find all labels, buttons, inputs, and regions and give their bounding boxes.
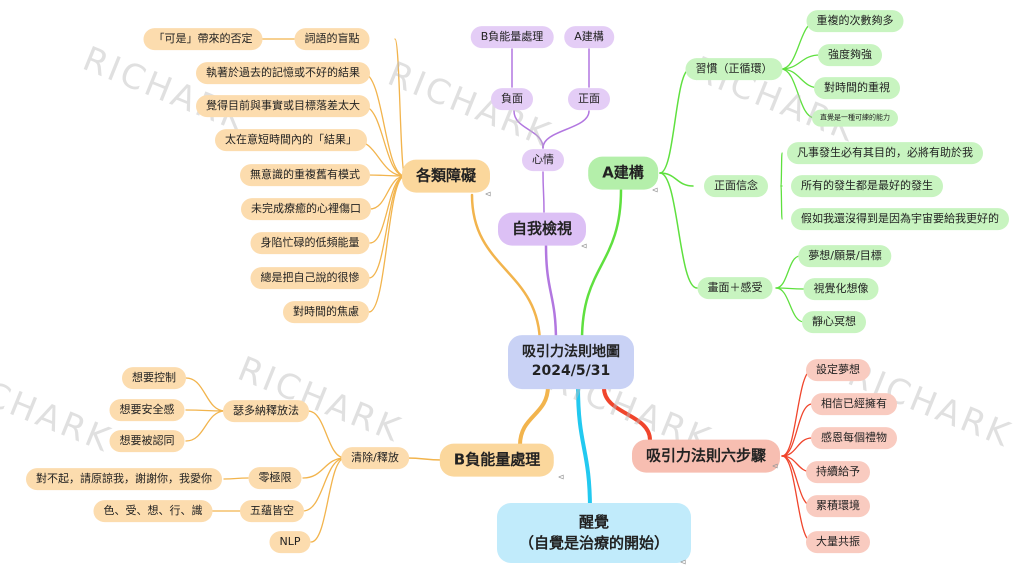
b-nlp[interactable]: NLP [269,531,311,553]
self-check-negative-child[interactable]: B負能量處理 [470,26,554,48]
topic-awaken[interactable]: 醒覺 （自覺是治療的開始） [496,503,692,563]
step-item[interactable]: 累積環境 [806,495,870,517]
belief-item[interactable]: 假如我還沒得到是因為宇宙要給我更好的 [791,208,1009,230]
connector-line [781,403,813,457]
connector-line [542,171,545,213]
connector-line [602,386,652,442]
b-clear-release[interactable]: 清除/釋放 [341,447,409,469]
step-item[interactable]: 相信已經擁有 [811,393,897,415]
connector-line [775,255,801,289]
connector-line [518,384,550,447]
awaken-title: 醒覺 [578,513,610,531]
connector-line [223,477,249,480]
connector-line [780,185,783,220]
obstacle-item[interactable]: 身陷忙碌的低頻能量 [250,232,370,254]
five-aggregates-item[interactable]: 色、受、想、行、識 [93,500,213,522]
center-title: 吸引力法則地圖 [522,344,620,361]
connector-line [576,384,592,512]
topic-obstacles[interactable]: 各類障礙 [401,159,491,193]
connector-line [362,72,406,177]
self-check-positive-child[interactable]: A建構 [564,26,614,48]
connector-line [302,457,346,479]
connector-line [659,68,691,174]
self-check-mood[interactable]: 心情 [522,149,564,171]
center-date: 2024/5/31 [531,363,611,379]
connector-line [307,410,346,459]
connector-line [659,172,698,289]
connector-line [470,193,542,347]
connector-line [310,457,346,543]
topic-a-build[interactable]: A建構 [588,156,658,190]
connector-line [369,175,406,244]
self-check-positive[interactable]: 正面 [568,88,610,110]
connector-line [659,172,694,187]
step-item[interactable]: 大量共振 [806,531,870,553]
a-build-image[interactable]: 畫面＋感受 [697,277,773,299]
connector-line [406,457,443,461]
sedona-item[interactable]: 想要被認同 [109,430,185,452]
connector-line [368,175,406,313]
habit-item[interactable]: 直覺是一種可練的能力 [812,109,898,127]
collapse-toggle-icon[interactable]: ⊲ [484,189,492,199]
obstacle-item[interactable]: 未完成療癒的心裡傷口 [241,198,371,220]
habit-item[interactable]: 強度夠強 [818,44,882,66]
obstacle-item[interactable]: 無意識的重複舊有模式 [240,164,370,186]
collapse-toggle-icon[interactable]: ⊲ [580,241,588,251]
connector-line [580,188,623,342]
connector-line [542,110,590,149]
self-check-negative[interactable]: 負面 [491,88,533,110]
step-item[interactable]: 持續給予 [806,461,870,483]
connector-line [302,457,346,512]
connector-line [185,410,226,442]
a-build-habit[interactable]: 習慣（正循環） [685,58,783,80]
obstacle-item[interactable]: 總是把自己說的很慘 [250,267,370,289]
b-five-aggregates[interactable]: 五蘊皆空 [240,500,304,522]
habit-item[interactable]: 重複的次數夠多 [806,10,904,32]
connector-line [513,110,544,149]
obstacle-item[interactable]: 詞語的盲點 [294,28,370,50]
connector-line [366,174,406,177]
collapse-toggle-icon[interactable]: ⊲ [771,461,779,471]
connector-line [185,377,226,412]
sedona-item[interactable]: 想要安全感 [109,399,185,421]
collapse-toggle-icon[interactable]: ⊲ [679,557,687,567]
b-sedona[interactable]: 瑟多納釋放法 [223,400,309,422]
connector-line [780,68,816,119]
belief-item[interactable]: 凡事發生必有其目的，必將有助於我 [787,142,983,164]
obstacle-item[interactable]: 太在意短時間內的「結果」 [215,129,367,151]
image-item[interactable]: 視覺化想像 [803,278,879,300]
topic-b-negative[interactable]: B負能量處理 [439,443,555,477]
obstacle-item[interactable]: 覺得目前與事實或目標落差太大 [196,95,370,117]
connector-line [394,38,406,177]
awaken-subtitle: （自覺是治療的開始） [518,534,670,552]
step-item[interactable]: 設定夢想 [806,359,870,381]
topic-self-check[interactable]: 自我檢視 [497,212,587,246]
connector-line [781,369,813,457]
zero-limits-item[interactable]: 對不起，請原諒我，謝謝你，我愛你 [26,468,222,490]
habit-item[interactable]: 對時間的重視 [814,77,900,99]
obstacle-subitem[interactable]: 「可是」帶來的否定 [143,28,263,50]
image-item[interactable]: 靜心冥想 [802,311,866,333]
b-zero-limits[interactable]: 零極限 [248,467,302,489]
connector-line [781,437,813,457]
connector-line [368,175,406,279]
a-build-belief[interactable]: 正面信念 [704,175,768,197]
obstacle-item[interactable]: 執著於過去的記憶或不好的結果 [196,62,370,84]
image-item[interactable]: 夢想/願景/目標 [798,245,892,267]
belief-item[interactable]: 所有的發生都是最好的發生 [791,175,943,197]
center-topic[interactable]: 吸引力法則地圖 2024/5/31 [508,335,634,389]
sedona-item[interactable]: 想要控制 [122,367,186,389]
obstacle-item[interactable]: 對時間的焦慮 [283,301,369,323]
connector-line [780,54,821,70]
step-item[interactable]: 感恩每個禮物 [811,427,897,449]
collapse-toggle-icon[interactable]: ⊲ [651,185,659,195]
connector-line [544,243,558,344]
connector-line [775,287,805,323]
topic-six-steps[interactable]: 吸引力法則六步驟 [631,439,781,473]
connector-line [780,152,783,187]
collapse-toggle-icon[interactable]: ⊲ [557,472,565,482]
